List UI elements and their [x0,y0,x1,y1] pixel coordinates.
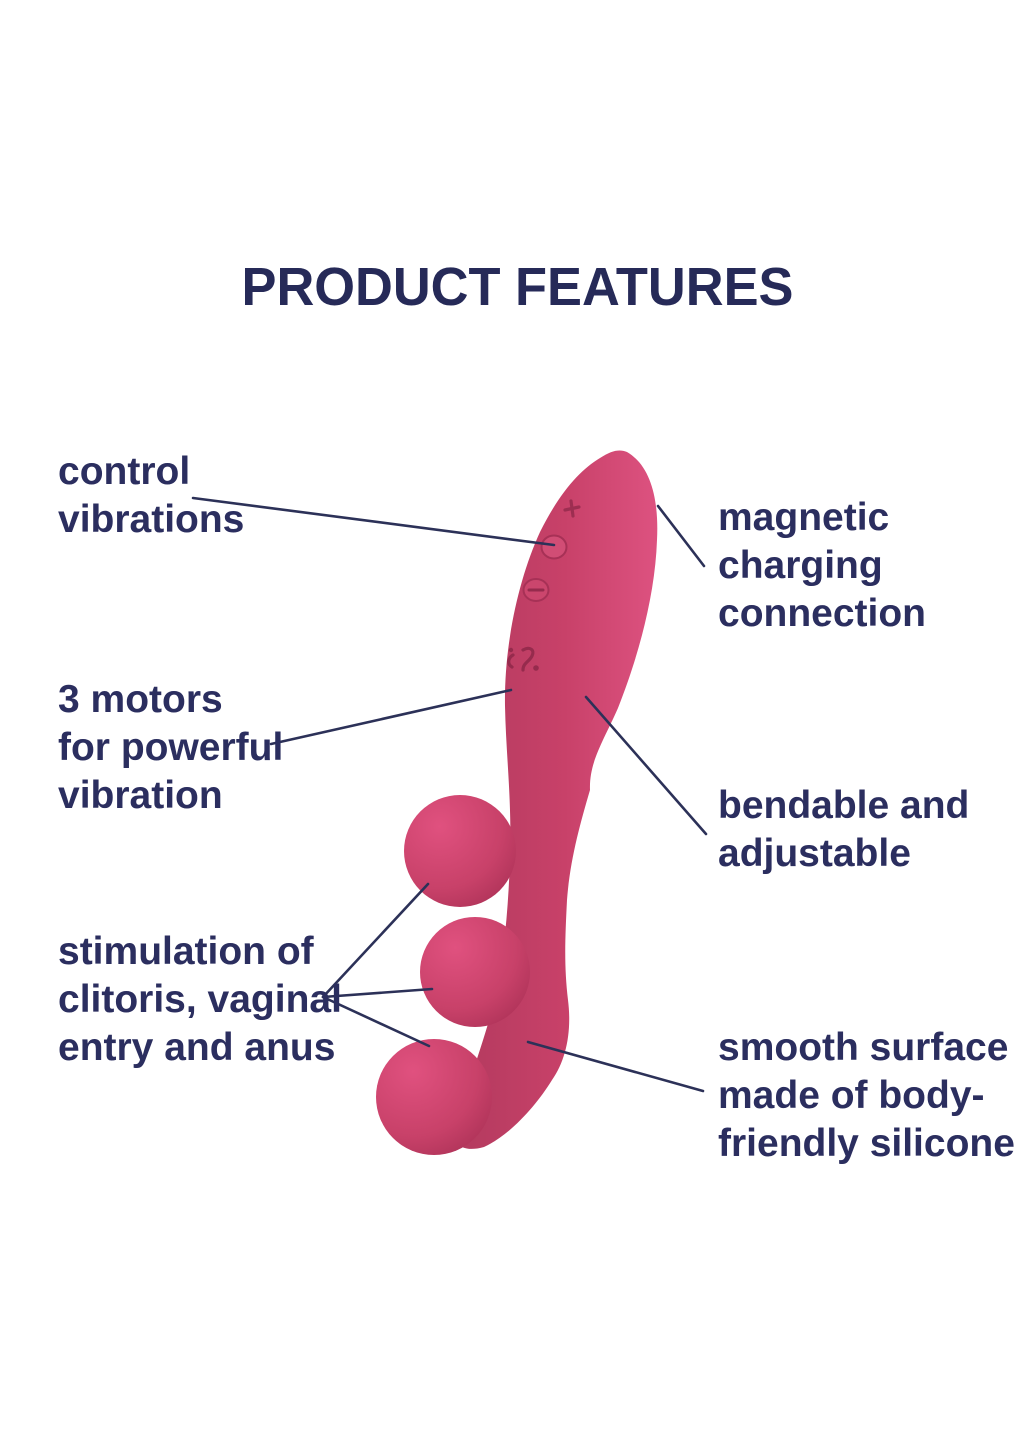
callout-line: charging [718,544,883,587]
vaginal-ball [420,917,530,1027]
device-body [376,450,658,1155]
callout-triple-stimulation: stimulation of clitoris, vaginal entry a… [58,928,342,1072]
leader-line-stimulation-bottom [321,995,431,1048]
callout-line: stimulation of [58,930,314,973]
leader-line-control-vibrations [191,496,556,547]
leader-line-smooth-surface [526,1040,705,1093]
callout-line: vibrations [58,498,245,541]
page-title: PRODUCT FEATURES [241,257,794,317]
callout-line: for powerful [58,726,284,769]
minus-button [522,578,550,602]
control-button [540,534,568,560]
callout-line: vibration [58,774,223,817]
leader-lines [191,496,708,1093]
callout-line: control [58,450,191,493]
callout-line: made of body- [718,1074,985,1117]
leader-line-magnetic-charging [656,504,706,568]
leader-line-bendable [584,695,708,836]
callout-bendable-adjustable: bendable and adjustable [718,782,969,878]
anal-ball [376,1039,492,1155]
callout-line: 3 motors [58,678,223,721]
callout-line: bendable and [718,784,970,827]
callout-line: friendly silicone [718,1122,1015,1165]
plus-button [563,499,581,518]
callout-three-motors: 3 motors for powerful vibration [58,676,283,820]
callout-smooth-silicone: smooth surface made of body- friendly si… [718,1024,1015,1168]
callout-line: smooth surface [718,1026,1009,1069]
clitoris-ball [404,795,516,907]
callout-line: magnetic [718,496,890,539]
satisfyer-logo [507,646,539,672]
callout-line: adjustable [718,832,911,875]
callout-line: connection [718,592,927,635]
leader-line-stimulation-top [321,882,430,999]
callout-magnetic-charging-connection: magnetic charging connection [718,494,926,638]
leader-line-three-motors [269,688,513,746]
callout-line: clitoris, vaginal [58,978,342,1021]
leader-line-stimulation-mid [321,987,434,999]
callout-line: entry and anus [58,1026,336,1069]
callout-control-vibrations: control vibrations [58,448,244,544]
